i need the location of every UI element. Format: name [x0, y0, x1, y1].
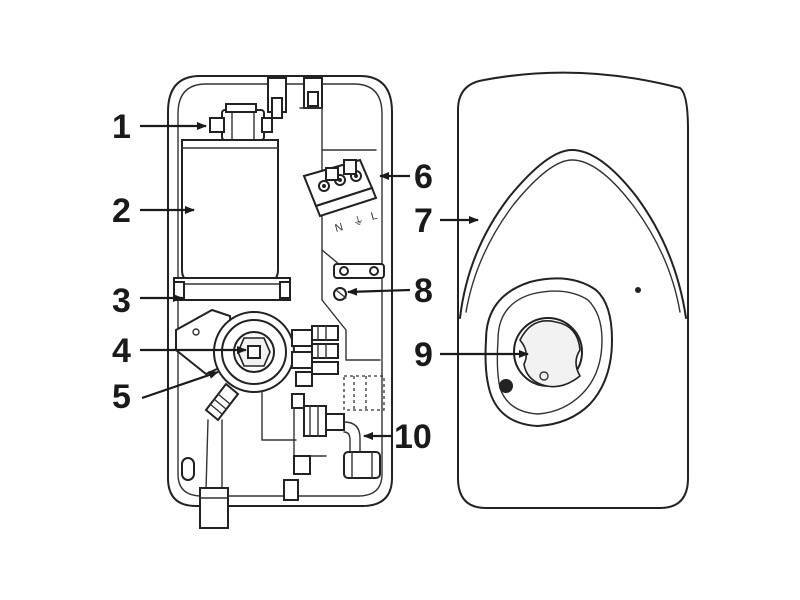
- callout-6-label: 6: [414, 158, 433, 196]
- terminal-label-earth: ⏚: [351, 213, 365, 228]
- callout-4-label: 4: [112, 332, 131, 370]
- casing-inner-outline: [177, 83, 383, 497]
- callout-6: 6: [379, 158, 433, 196]
- callout-7: 7: [414, 202, 479, 240]
- tank-bracket: [173, 277, 291, 301]
- cover-arch: [459, 149, 687, 319]
- front-view: [457, 71, 689, 509]
- callout-7-label: 7: [414, 202, 433, 240]
- callout-9-label: 9: [414, 336, 433, 374]
- lower-fittings: [261, 375, 385, 475]
- bottom-tab: [283, 479, 299, 501]
- cover-arch-inner: [465, 159, 681, 313]
- casing-outline: [167, 75, 393, 507]
- top-clips: [267, 77, 323, 119]
- callout-3: 3: [112, 282, 183, 320]
- callout-2: 2: [112, 192, 195, 230]
- terminal-block: N ⏚ L: [302, 158, 379, 235]
- indicator-dot: [635, 287, 641, 293]
- callout-3-label: 3: [112, 282, 131, 320]
- callout-4: 4: [112, 332, 247, 370]
- flow-valve-assembly: [175, 308, 339, 393]
- outlet-elbow: [343, 421, 381, 479]
- terminal-label-n: N: [334, 221, 345, 235]
- callout-5-label: 5: [112, 378, 131, 416]
- callout-10-label: 10: [394, 418, 432, 456]
- fixing-slot: [181, 457, 195, 481]
- inlet-pipe: [199, 382, 240, 529]
- heater-tank: [181, 139, 279, 283]
- internal-view: N ⏚ L: [167, 75, 393, 529]
- callout-9: 9: [414, 336, 529, 374]
- callout-10: 10: [363, 418, 432, 456]
- control-knob[interactable]: [484, 277, 614, 428]
- callout-2-label: 2: [112, 192, 131, 230]
- callout-1: 1: [112, 108, 207, 146]
- cable-clamp: [333, 263, 385, 301]
- callout-8: 8: [347, 272, 433, 310]
- callout-1-label: 1: [112, 108, 131, 146]
- callout-5: 5: [112, 370, 219, 416]
- callouts: 1 2 3 4 5 6 7 8: [112, 108, 529, 456]
- terminal-label-l: L: [370, 210, 379, 223]
- cover-outline: [457, 71, 689, 509]
- callout-8-label: 8: [414, 272, 433, 310]
- top-valve: [209, 103, 273, 141]
